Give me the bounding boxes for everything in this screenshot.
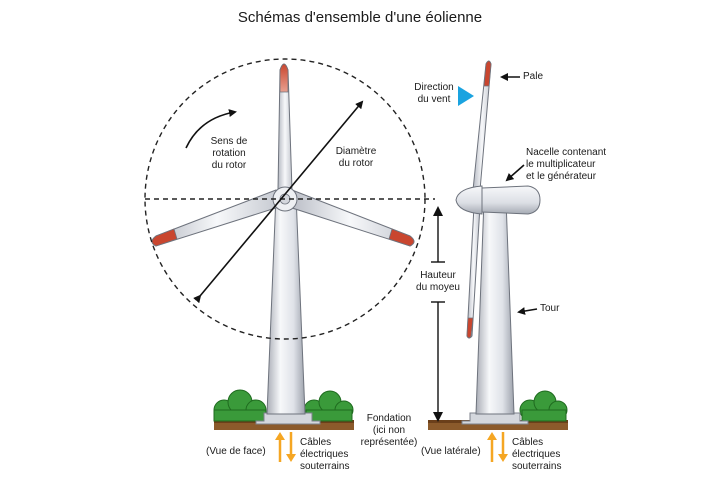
tower-label: Tour bbox=[540, 303, 560, 314]
front-ground bbox=[214, 422, 354, 430]
hub-height-label-line: Hauteur bbox=[420, 270, 456, 281]
rotation-label-line: du rotor bbox=[211, 160, 247, 171]
wind-direction-arrow bbox=[458, 86, 474, 106]
blade-label: Pale bbox=[523, 71, 544, 82]
front-tower bbox=[266, 194, 306, 415]
front-view bbox=[144, 58, 435, 462]
diameter-label-line: du rotor bbox=[338, 158, 374, 169]
nacelle-label-line: Nacelle contenant bbox=[526, 147, 607, 158]
side-tower-base bbox=[461, 412, 529, 425]
side-cables-label-line: Câbles bbox=[512, 437, 544, 448]
rotation-arrow bbox=[185, 109, 237, 149]
foundation-label-line: représentée) bbox=[360, 437, 418, 448]
side-ground bbox=[428, 422, 568, 430]
front-blade-top-tip bbox=[279, 63, 289, 93]
nacelle-label-line: le multiplicateur bbox=[526, 159, 596, 170]
rotation-label-line: Sens de bbox=[210, 136, 248, 147]
side-bush-right bbox=[519, 390, 568, 422]
side-blade-top-tip bbox=[483, 60, 492, 87]
side-cables-label: Câbles électriques souterrains bbox=[512, 437, 582, 473]
front-cable-arrows bbox=[275, 432, 296, 462]
rotation-label: Sens de rotation du rotor bbox=[193, 136, 265, 172]
diameter-label-line: Diamètre bbox=[335, 146, 377, 157]
front-cables-label-line: souterrains bbox=[300, 461, 350, 472]
side-spinner bbox=[455, 185, 483, 215]
diameter-arrow bbox=[193, 100, 364, 304]
foundation-label-line: (ici non bbox=[372, 425, 406, 436]
nacelle bbox=[481, 185, 541, 215]
side-cables-label-line: souterrains bbox=[512, 461, 562, 472]
front-bush-right bbox=[303, 390, 354, 422]
front-cables-label: Câbles électriques souterrains bbox=[300, 437, 370, 473]
front-view-label: (Vue de face) bbox=[206, 446, 266, 457]
side-view-label: (Vue latérale) bbox=[421, 446, 481, 457]
wind-direction-label-line: du vent bbox=[417, 94, 451, 105]
nacelle-label-line: et le générateur bbox=[526, 171, 597, 182]
foundation-label-line: Fondation bbox=[366, 413, 412, 424]
tower-pointer bbox=[517, 307, 538, 315]
side-cable-arrows bbox=[487, 432, 508, 462]
side-view bbox=[428, 60, 568, 462]
hub-height-label-line: du moyeu bbox=[416, 282, 460, 293]
rotation-label-line: rotation bbox=[212, 148, 246, 159]
nacelle-pointer bbox=[505, 164, 525, 182]
front-blade-right-tip bbox=[388, 228, 415, 247]
front-bush-left bbox=[213, 389, 267, 422]
side-cables-label-line: électriques bbox=[512, 449, 561, 460]
side-blade-bottom-tip bbox=[466, 317, 474, 339]
hub-height-dimension bbox=[431, 206, 445, 422]
diameter-label: Diamètre du rotor bbox=[324, 146, 388, 170]
wind-direction-label: Direction du vent bbox=[408, 82, 460, 106]
side-tower bbox=[475, 199, 515, 415]
diagram-title: Schémas d'ensemble d'une éolienne bbox=[237, 9, 483, 26]
hub-height-label: Hauteur du moyeu bbox=[410, 270, 466, 294]
wind-direction-label-line: Direction bbox=[414, 82, 454, 93]
front-cables-label-line: électriques bbox=[300, 449, 349, 460]
front-tower-base bbox=[255, 412, 321, 425]
nacelle-label: Nacelle contenant le multiplicateur et l… bbox=[526, 147, 638, 183]
front-cables-label-line: Câbles bbox=[300, 437, 332, 448]
foundation-label: Fondation (ici non représentée) bbox=[356, 413, 422, 449]
front-blade-left-tip bbox=[151, 228, 178, 247]
